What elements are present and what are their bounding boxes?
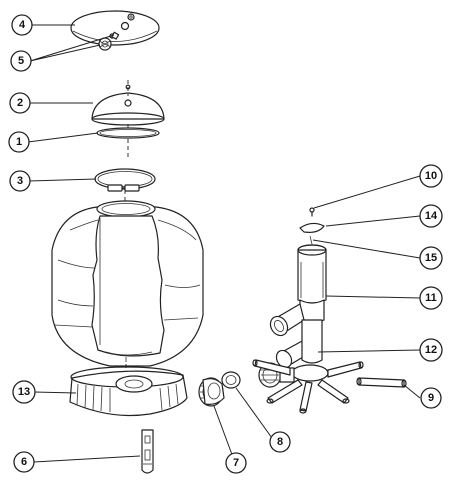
callout-3: 3 [9, 170, 31, 192]
part-7-union [198, 377, 225, 407]
svg-text:3: 3 [17, 175, 23, 187]
svg-text:5: 5 [18, 55, 24, 67]
callout-8: 8 [269, 431, 291, 453]
part-10-screw [309, 207, 315, 217]
leader-lines [27, 24, 421, 463]
part-13-base [69, 366, 188, 417]
part-1-o-ring [96, 127, 160, 139]
callout-11: 11 [419, 286, 443, 310]
svg-text:10: 10 [425, 170, 437, 182]
callout-4: 4 [11, 14, 33, 36]
part-2-lid [91, 80, 165, 126]
part-12-lateral-hub [252, 319, 364, 414]
part-15-cap [309, 235, 313, 245]
callout-5: 5 [10, 50, 32, 72]
callout-12: 12 [419, 338, 443, 362]
callout-14: 14 [419, 204, 443, 228]
svg-text:14: 14 [425, 210, 438, 222]
svg-text:13: 13 [18, 386, 30, 398]
part-9-lateral [356, 377, 407, 388]
callout-7: 7 [225, 452, 247, 474]
svg-text:2: 2 [17, 97, 23, 109]
part-6-sight-glass [141, 429, 154, 474]
part-4-top-cover [70, 10, 160, 49]
filter-tank [51, 200, 204, 367]
svg-text:7: 7 [233, 457, 239, 469]
svg-text:15: 15 [425, 252, 437, 264]
svg-text:9: 9 [428, 392, 434, 404]
svg-text:8: 8 [277, 436, 283, 448]
svg-text:6: 6 [21, 456, 27, 468]
part-5-fittings [98, 31, 120, 51]
part-3-clamp [94, 168, 156, 192]
svg-text:1: 1 [16, 136, 22, 148]
part-14-clip [299, 222, 325, 233]
callout-9: 9 [420, 387, 442, 409]
svg-text:4: 4 [19, 19, 26, 31]
callout-15: 15 [419, 246, 443, 270]
callout-6: 6 [13, 451, 35, 473]
callout-1: 1 [8, 131, 30, 153]
svg-text:12: 12 [425, 344, 437, 356]
callout-2: 2 [9, 92, 31, 114]
callout-10: 10 [419, 164, 443, 188]
svg-text:11: 11 [425, 292, 437, 304]
callout-13: 13 [12, 380, 36, 404]
part-8-o-ring [221, 371, 241, 389]
